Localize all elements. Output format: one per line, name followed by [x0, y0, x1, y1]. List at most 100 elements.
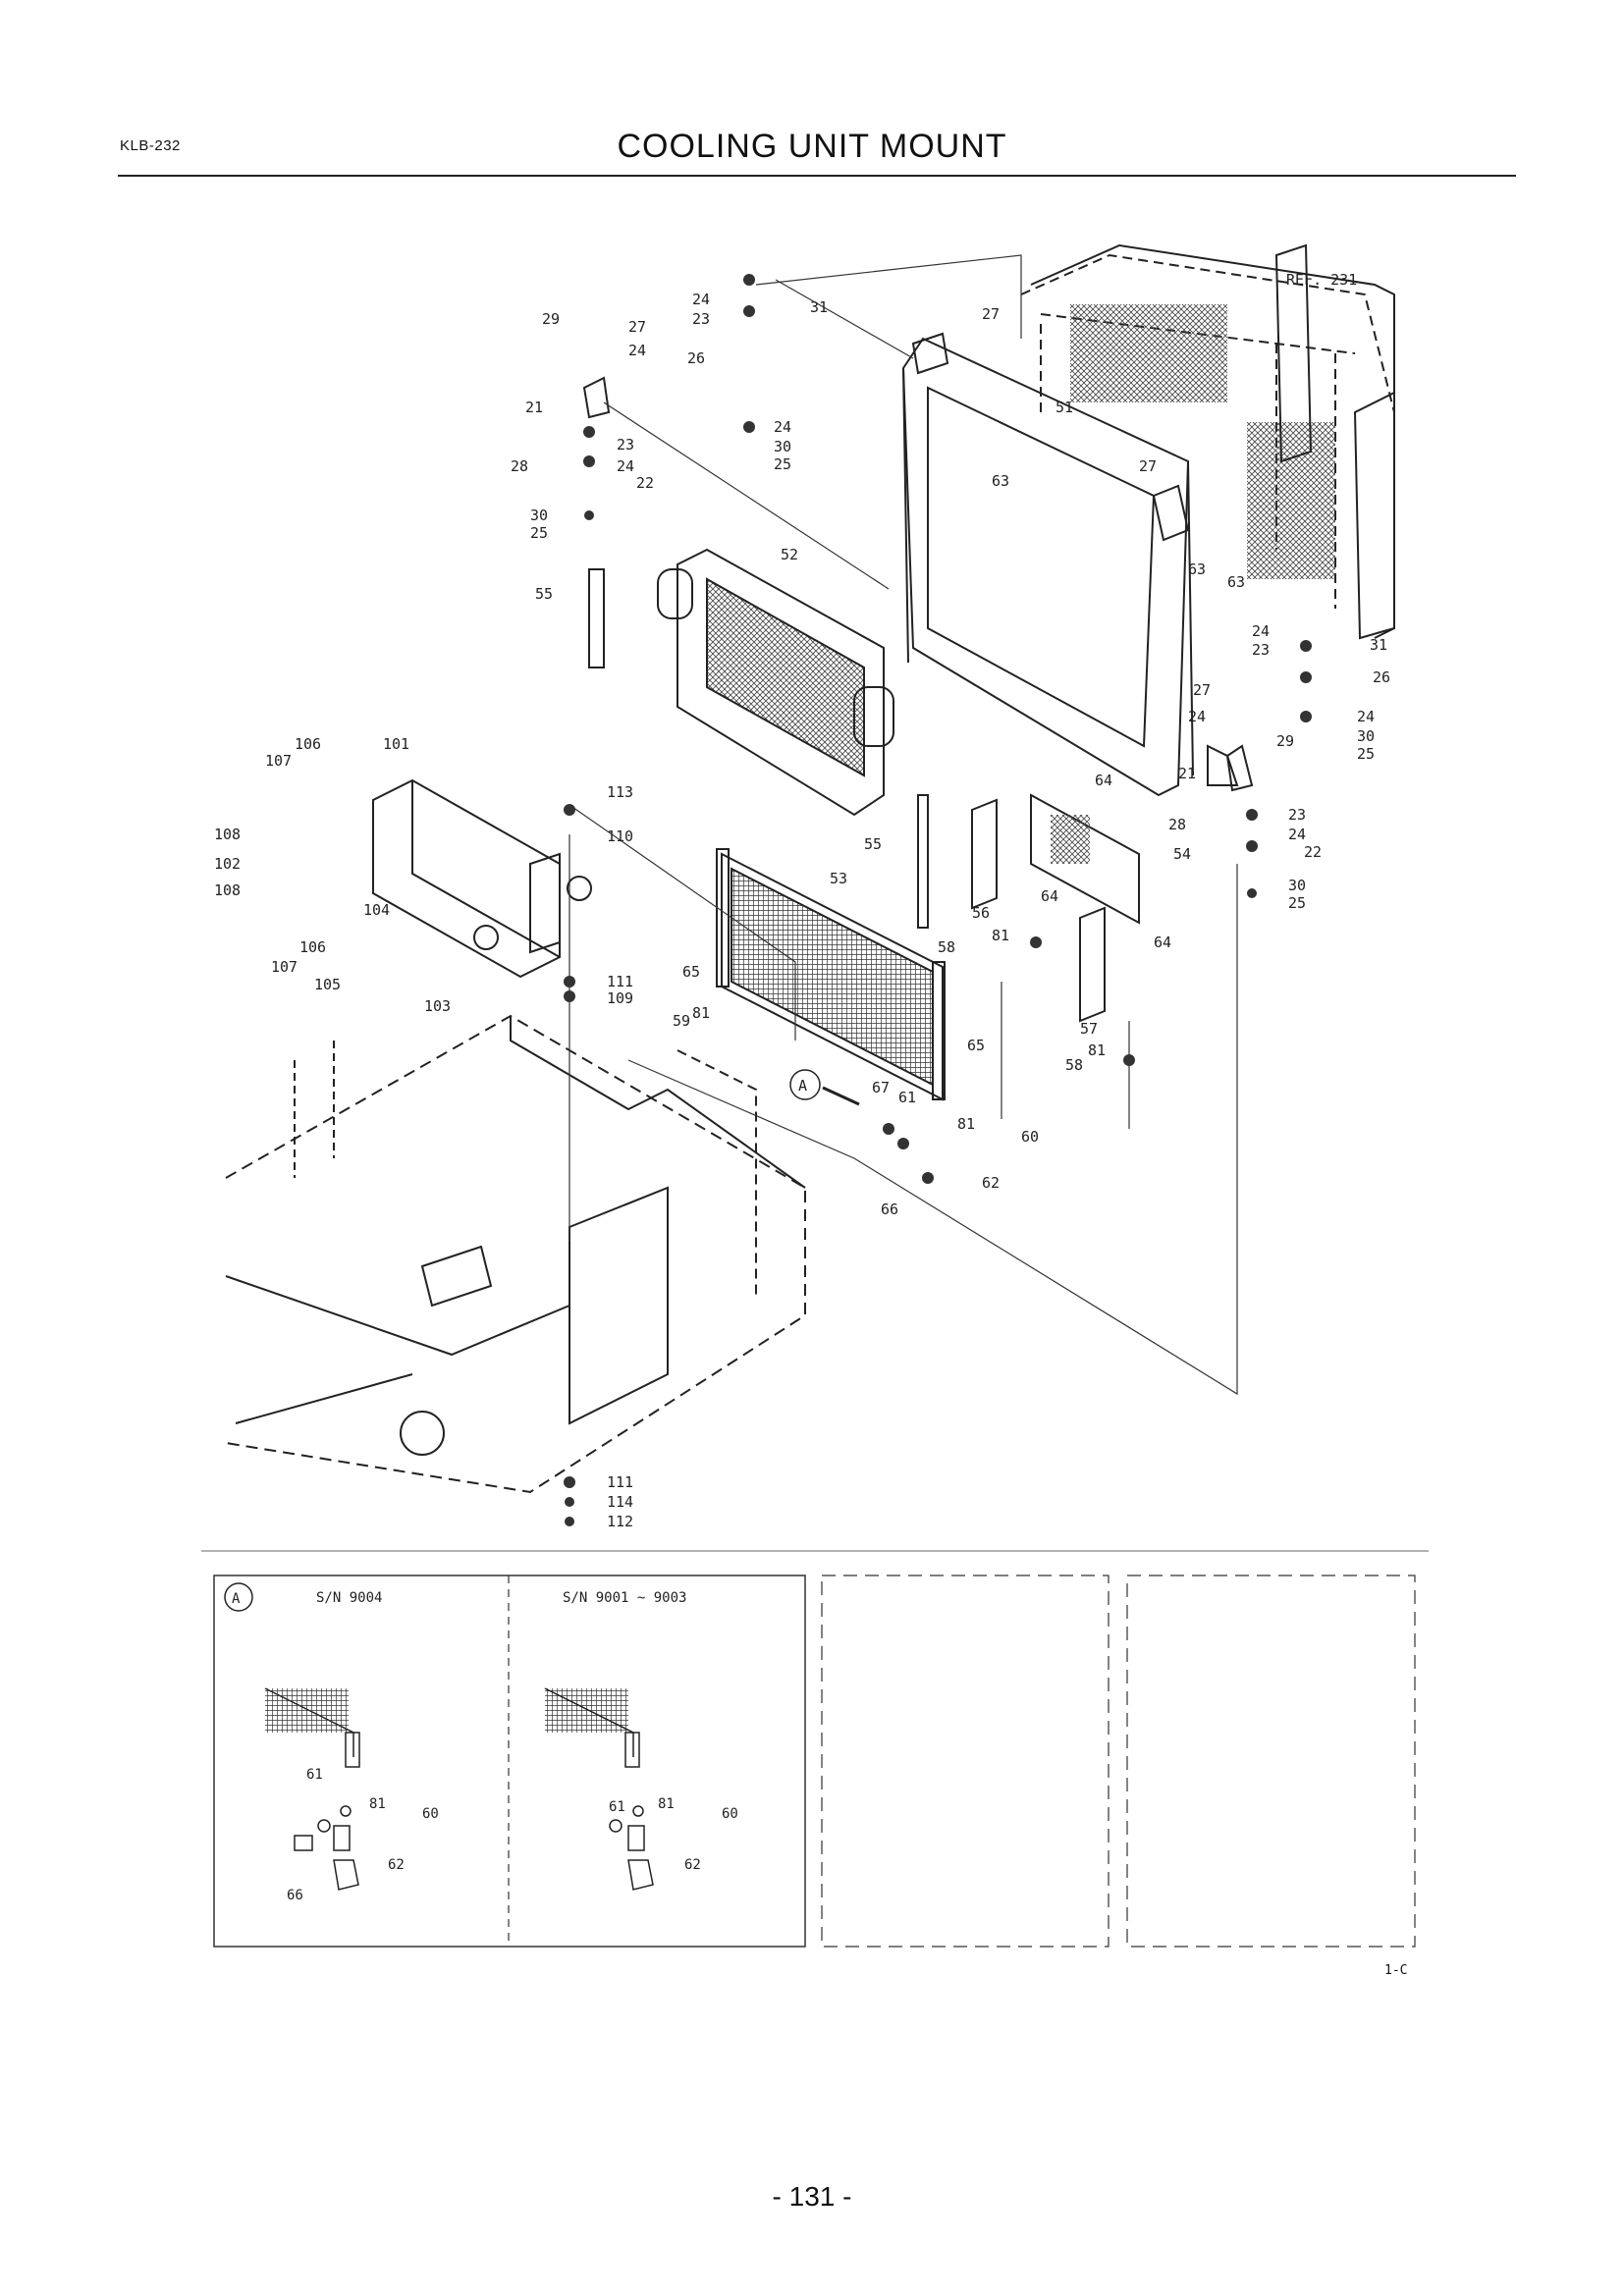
page-title: COOLING UNIT MOUNT: [617, 128, 1007, 165]
stay-bar-55b: [917, 794, 929, 929]
radiator-frame-assembly: [372, 243, 1395, 1101]
callout: 60: [1021, 1128, 1039, 1146]
callout: 27: [1139, 457, 1157, 475]
callout: 28: [1168, 816, 1186, 833]
callout: 26: [687, 349, 705, 367]
detail-variant-9001-9003: [544, 1687, 654, 1891]
callout: 102: [214, 855, 241, 873]
callout: 107: [265, 752, 292, 770]
callout: 57: [1080, 1020, 1098, 1038]
callout: 53: [830, 870, 847, 887]
explosion-lines: [568, 254, 1238, 1396]
radiator-core-52: [657, 548, 894, 817]
callout: 111: [607, 973, 633, 990]
callout: 106: [295, 735, 321, 753]
callout: 63: [1188, 561, 1206, 578]
callout: 21: [1178, 765, 1196, 782]
callout: 64: [1095, 772, 1112, 789]
detail-right-label: 62: [684, 1857, 701, 1873]
detail-panel-a: A S/N 9004 S/N 9001 ~ 9003 61 81 60 66 6…: [213, 1575, 806, 1948]
callout: 55: [864, 835, 882, 853]
callout: 52: [781, 546, 798, 563]
callout: 22: [636, 474, 654, 492]
callout: 107: [271, 958, 298, 976]
callout: 23: [1288, 806, 1306, 824]
callout: 24: [692, 291, 710, 308]
detail-left-label: 81: [369, 1796, 386, 1812]
callout: 24: [1252, 622, 1270, 640]
callout: 23: [1252, 641, 1270, 659]
callout: 30: [530, 507, 548, 524]
callout: 25: [1288, 894, 1306, 912]
detail-right-label: 81: [658, 1796, 675, 1812]
empty-detail-panel-1: [821, 1575, 1110, 1948]
callout: 63: [1227, 573, 1245, 591]
machine-frame: [225, 1014, 806, 1494]
callout: 113: [607, 783, 633, 801]
detail-right-label: 61: [609, 1799, 625, 1815]
callout: 58: [1065, 1056, 1083, 1074]
callout: 22: [1304, 843, 1322, 861]
callout: 24: [774, 418, 791, 436]
detail-left-label: 60: [422, 1806, 439, 1822]
callout: 64: [1041, 887, 1058, 905]
header-rule: [118, 175, 1516, 177]
callout: 28: [511, 457, 528, 475]
page-number: - 131 -: [772, 2181, 852, 2212]
callout: 109: [607, 989, 633, 1007]
empty-detail-panel-2: [1126, 1575, 1416, 1948]
condenser-panel-54: [971, 793, 1140, 1023]
callout: 25: [1357, 745, 1375, 763]
callout: 106: [299, 938, 326, 956]
detail-panel-marker: A: [232, 1591, 241, 1607]
callout: 26: [1373, 668, 1390, 686]
fastener-symbols: [564, 274, 1312, 1526]
callout: 21: [525, 399, 543, 416]
callout: 23: [617, 436, 634, 454]
stay-bar-55: [588, 568, 605, 668]
callout: 24: [1357, 708, 1375, 725]
reference-frame-231: [1020, 243, 1395, 640]
callout: 81: [1088, 1041, 1106, 1059]
callout: 27: [1193, 681, 1211, 699]
callout: 63: [992, 472, 1009, 490]
callout: 104: [363, 901, 390, 919]
callout: 55: [535, 585, 553, 603]
callout: 51: [1056, 399, 1073, 416]
callout: 81: [692, 1004, 710, 1022]
callout: 62: [982, 1174, 1000, 1192]
callout: 66: [881, 1201, 898, 1218]
callout: 108: [214, 826, 241, 843]
callout: 24: [1188, 708, 1206, 725]
condenser-53: [716, 848, 946, 1101]
callout: 23: [692, 310, 710, 328]
callout: 103: [424, 997, 451, 1015]
detail-left-label: 61: [306, 1767, 323, 1783]
callout: 30: [774, 438, 791, 455]
callout: 112: [607, 1513, 633, 1530]
radiator-shroud-frame-51: [901, 332, 1239, 797]
callout: 29: [542, 310, 560, 328]
detail-right-label: 60: [722, 1806, 738, 1822]
detail-variant-9004: [264, 1687, 360, 1891]
callout: 24: [617, 457, 634, 475]
callout: 27: [628, 318, 646, 336]
callout: 30: [1357, 727, 1375, 745]
callout: 81: [992, 927, 1009, 944]
bracket-21: [1225, 744, 1254, 792]
callout: 54: [1173, 845, 1191, 863]
detail-marker-a: A: [789, 1069, 860, 1106]
callout: 65: [682, 963, 700, 981]
document-code: KLB-232: [120, 137, 181, 154]
callout: 30: [1288, 877, 1306, 894]
callout: 67: [872, 1079, 890, 1096]
detail-left-label: 62: [388, 1857, 405, 1873]
callout: 58: [938, 938, 955, 956]
callout: 29: [1276, 732, 1294, 750]
serial-right: S/N 9001 ~ 9003: [563, 1590, 686, 1606]
oil-cooler-101: [372, 778, 592, 979]
callout: 64: [1154, 934, 1171, 951]
callout: 31: [810, 298, 828, 316]
bracket-21b: [582, 376, 611, 419]
